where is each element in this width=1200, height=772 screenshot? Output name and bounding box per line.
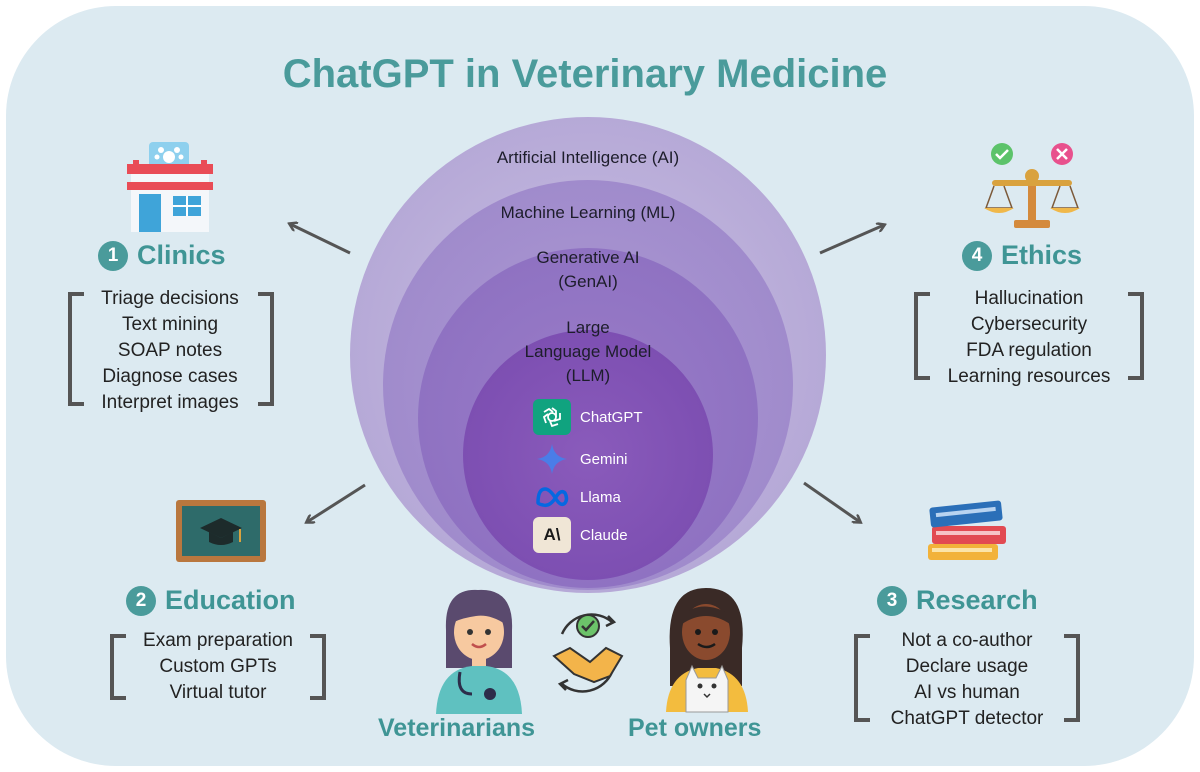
ethics-list: Hallucination Cybersecurity FDA regulati… <box>926 286 1132 390</box>
label-llm: Large Language Model (LLM) <box>480 316 696 388</box>
ethics-title: Ethics <box>1001 240 1083 270</box>
veterinarian-avatar-icon <box>436 589 522 714</box>
page-title: ChatGPT in Veterinary Medicine <box>282 52 888 96</box>
education-title: Education <box>165 585 296 615</box>
label-llm-line2: Language Model <box>524 342 652 361</box>
list-item: Cybersecurity <box>970 314 1088 335</box>
label-genai: Generative AI (GenAI) <box>470 246 706 294</box>
label-genai-line1: Generative AI <box>536 248 640 267</box>
gemini-star-icon <box>533 441 571 477</box>
list-item: Exam preparation <box>143 630 293 651</box>
research-heading: 3 Research <box>877 585 1038 616</box>
research-title: Research <box>916 585 1038 615</box>
research-list: Not a co-author Declare usage AI vs huma… <box>866 628 1068 732</box>
label-llm-line1: Large <box>566 318 610 337</box>
education-bracket <box>110 634 326 700</box>
list-item: Virtual tutor <box>169 682 267 703</box>
arrow-to-ethics <box>819 225 884 255</box>
education-number-badge: 2 <box>126 586 156 616</box>
clinics-title: Clinics <box>137 240 226 270</box>
label-genai-line2: (GenAI) <box>558 272 618 291</box>
research-bracket <box>854 634 1080 722</box>
label-ml: Machine Learning (ML) <box>500 203 676 222</box>
list-item: Diagnose cases <box>102 366 238 387</box>
clinics-bracket <box>68 292 274 406</box>
list-item: Interpret images <box>101 392 239 413</box>
clinics-heading: 1 Clinics <box>98 240 226 271</box>
openai-logo-icon <box>533 399 571 435</box>
vet-clinic-building-icon <box>127 142 213 232</box>
model-chatgpt: ChatGPT <box>533 399 643 435</box>
model-llama: Llama <box>533 479 621 515</box>
anthropic-logo-icon: A\ <box>533 517 571 553</box>
model-claude: A\ Claude <box>533 517 628 553</box>
list-item: SOAP notes <box>117 340 223 361</box>
list-item: Hallucination <box>974 288 1084 309</box>
veterinarians-label: Veterinarians <box>378 714 536 742</box>
list-item: Triage decisions <box>101 288 239 309</box>
balance-scale-icon <box>984 143 1080 228</box>
clinics-list: Triage decisions Text mining SOAP notes … <box>80 286 260 416</box>
list-item: Declare usage <box>905 656 1029 677</box>
model-label: Claude <box>580 526 628 544</box>
list-item: Custom GPTs <box>159 656 277 677</box>
circle-llm <box>463 330 713 580</box>
list-item: AI vs human <box>914 682 1020 703</box>
list-item: Text mining <box>121 314 219 335</box>
label-llm-line3: (LLM) <box>565 366 611 385</box>
handshake-cycle-icon <box>552 613 624 693</box>
arrow-to-research <box>803 481 860 522</box>
list-item: ChatGPT detector <box>890 708 1044 729</box>
label-ai: Artificial Intelligence (AI) <box>496 148 680 167</box>
clinics-number-badge: 1 <box>98 241 128 271</box>
education-list: Exam preparation Custom GPTs Virtual tut… <box>122 628 314 706</box>
meta-logo-icon <box>533 479 571 515</box>
ethics-number-badge: 4 <box>962 241 992 271</box>
stacked-books-icon <box>928 500 1006 560</box>
pet-owners-label: Pet owners <box>628 714 762 742</box>
arrow-to-clinics <box>290 224 351 255</box>
list-item: Not a co-author <box>901 630 1033 651</box>
research-number-badge: 3 <box>877 586 907 616</box>
pet-owner-with-cat-icon <box>666 588 748 713</box>
model-label: Gemini <box>580 450 628 468</box>
model-label: ChatGPT <box>580 408 643 426</box>
chalkboard-graduation-cap-icon <box>176 500 266 562</box>
list-item: FDA regulation <box>966 340 1092 361</box>
arrow-to-education <box>307 483 366 522</box>
list-item: Learning resources <box>947 366 1111 387</box>
model-gemini: Gemini <box>533 441 628 477</box>
ethics-bracket <box>914 292 1144 380</box>
education-heading: 2 Education <box>126 585 296 616</box>
ethics-heading: 4 Ethics <box>962 240 1082 271</box>
model-label: Llama <box>580 488 621 506</box>
